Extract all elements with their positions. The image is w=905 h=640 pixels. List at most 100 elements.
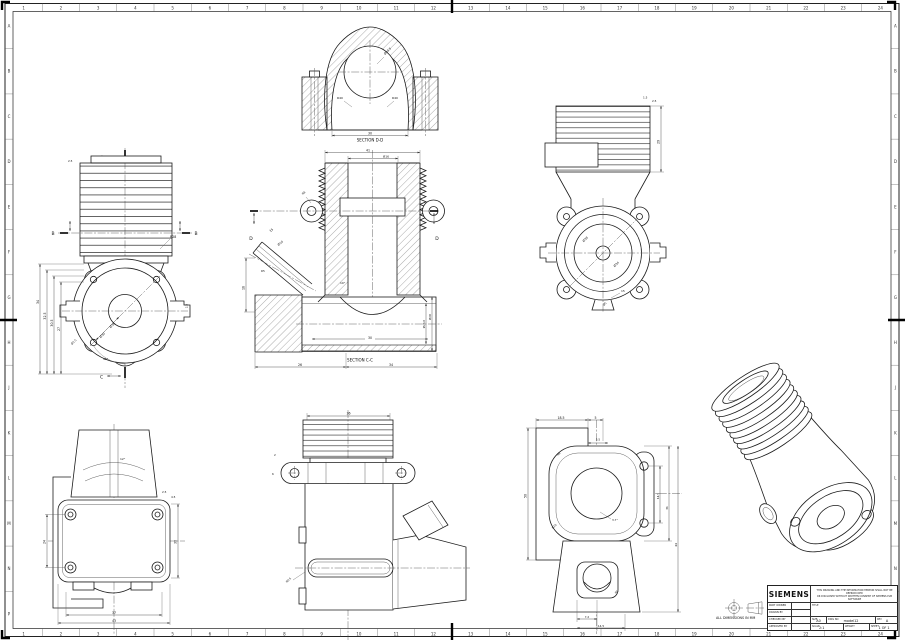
zone-label: 14 xyxy=(505,5,511,10)
zone-label: 19 xyxy=(692,5,698,10)
dim-label: 6 xyxy=(272,472,274,476)
dim-label: R40 xyxy=(337,96,343,100)
section-title: SECTION D-D xyxy=(357,138,384,143)
dim-label: R10 xyxy=(551,523,558,530)
field-label: DRAWN BY xyxy=(768,610,792,617)
dim-label: 10° xyxy=(340,281,346,285)
dim-label: 18 xyxy=(242,286,246,290)
zone-label: B xyxy=(8,69,11,74)
zone-label: 8 xyxy=(283,631,286,636)
rev-value: A xyxy=(885,619,889,623)
zone-label: 22 xyxy=(803,5,809,10)
rev-cell: REV A xyxy=(876,617,898,624)
dim-label: 18.5 xyxy=(557,416,564,420)
zone-label: 23 xyxy=(841,5,847,10)
zone-label: 2 xyxy=(60,631,63,636)
dim-label: 27 xyxy=(57,327,61,331)
dim-label: 30 xyxy=(174,540,178,544)
zone-label: 7 xyxy=(246,5,249,10)
projection-symbol xyxy=(725,599,764,617)
zone-label: 17 xyxy=(617,5,623,10)
zone-label: 16 xyxy=(580,5,586,10)
zone-label: D xyxy=(894,159,897,164)
zone-label: 12 xyxy=(431,5,437,10)
dim-label: R40 xyxy=(392,96,398,100)
zone-label: 9 xyxy=(320,631,323,636)
zone-label: 7 xyxy=(246,631,249,636)
zone-label: 5 xyxy=(171,631,174,636)
zone-label: E xyxy=(8,204,11,209)
dim-label: R5 xyxy=(614,589,620,595)
weight-cell: WEIGHT xyxy=(844,624,870,631)
zone-label: 20 xyxy=(729,5,735,10)
zone-label: P xyxy=(8,611,11,616)
dim-label: R0.5 xyxy=(285,576,293,584)
title-block: SIEMENS THIS DRAWING AND THE INFORMATION… xyxy=(767,585,898,631)
field-value xyxy=(792,603,811,610)
dim-label: Ø36 xyxy=(108,321,116,329)
size-cell: SIZE A0 xyxy=(811,617,827,624)
dim-label: Ø20.5 xyxy=(382,46,392,56)
dim-label: 5 xyxy=(594,416,596,420)
view-bottom: 12° 24 30 37 43 2.5 4.5 xyxy=(43,424,185,634)
zone-label: 21 xyxy=(766,631,772,636)
dim-label: Ø3.5 xyxy=(69,337,77,345)
field-label: APPROVED BY xyxy=(768,624,792,631)
zone-label: 11 xyxy=(394,5,400,10)
dim-label: Ø23.6 xyxy=(421,320,426,329)
zone-label: 23 xyxy=(841,631,847,636)
dim-label: 45° xyxy=(103,357,109,361)
zone-label: N xyxy=(8,566,11,571)
zone-label: M xyxy=(894,521,898,526)
zone-label: M xyxy=(7,521,11,526)
dim-label: 43 xyxy=(112,619,116,623)
title-cell: TITLE xyxy=(811,603,898,617)
dim-label: 44 xyxy=(674,543,678,547)
zone-label: 13 xyxy=(468,631,474,636)
zone-label: G xyxy=(7,295,10,300)
dim-label: 14.5 xyxy=(598,624,604,628)
siemens-logo: SIEMENS xyxy=(768,586,811,603)
dim-label: 12° xyxy=(120,457,126,461)
zone-label: K xyxy=(8,430,11,435)
zone-label: J xyxy=(7,385,9,390)
field-value xyxy=(792,610,811,617)
dim-label: 2.5 xyxy=(162,490,167,494)
zone-label: 15 xyxy=(543,631,549,636)
dim-label: 15 xyxy=(269,227,275,233)
dim-label: 37 xyxy=(112,611,116,615)
zone-label: 4 xyxy=(134,5,137,10)
zone-label: L xyxy=(8,476,11,481)
zone-label: A xyxy=(8,24,11,29)
dim-label: 34 xyxy=(389,363,393,367)
view-side-elevation-bb: C C 34 32.5 30.5 27 xyxy=(36,148,198,388)
section-marker-d: D xyxy=(249,236,253,242)
disclaimer: THIS DRAWING AND THE INFORMATION HEREON … xyxy=(811,586,898,603)
dim-label: 36 xyxy=(346,412,350,416)
view-side-elevation2: 36 2 6 R0.5 xyxy=(272,410,470,640)
view-section-cc: D D 15 Ø10 R5 10° 18 41 Ø16 Ø23.6 Ø28 xyxy=(242,148,445,369)
dim-label: 34 xyxy=(36,300,40,304)
zone-label: 9 xyxy=(320,5,323,10)
dwgno-label: DWG NO xyxy=(828,617,839,621)
zone-label: 18 xyxy=(654,631,660,636)
size-value: A0 xyxy=(816,619,821,623)
dim-label: 32.5 xyxy=(43,312,47,319)
view-section-dd: 30 Ø20.5 R40 R40 SECTION D-D xyxy=(301,26,439,143)
dim-label: 30 xyxy=(368,336,372,340)
dim-label: 14.5 xyxy=(656,493,660,499)
dim-label: 3.7° xyxy=(612,518,618,522)
dim-label: 2.5 xyxy=(68,159,73,163)
zone-label: 4 xyxy=(134,631,137,636)
dim-label: 50 xyxy=(524,494,528,498)
zone-label: F xyxy=(894,250,897,255)
zone-label: 20 xyxy=(729,631,735,636)
section-marker-b: B xyxy=(194,231,197,237)
zone-label: 6 xyxy=(209,5,212,10)
zone-label: H xyxy=(7,340,10,345)
dim-label: Ø16 xyxy=(383,154,389,159)
